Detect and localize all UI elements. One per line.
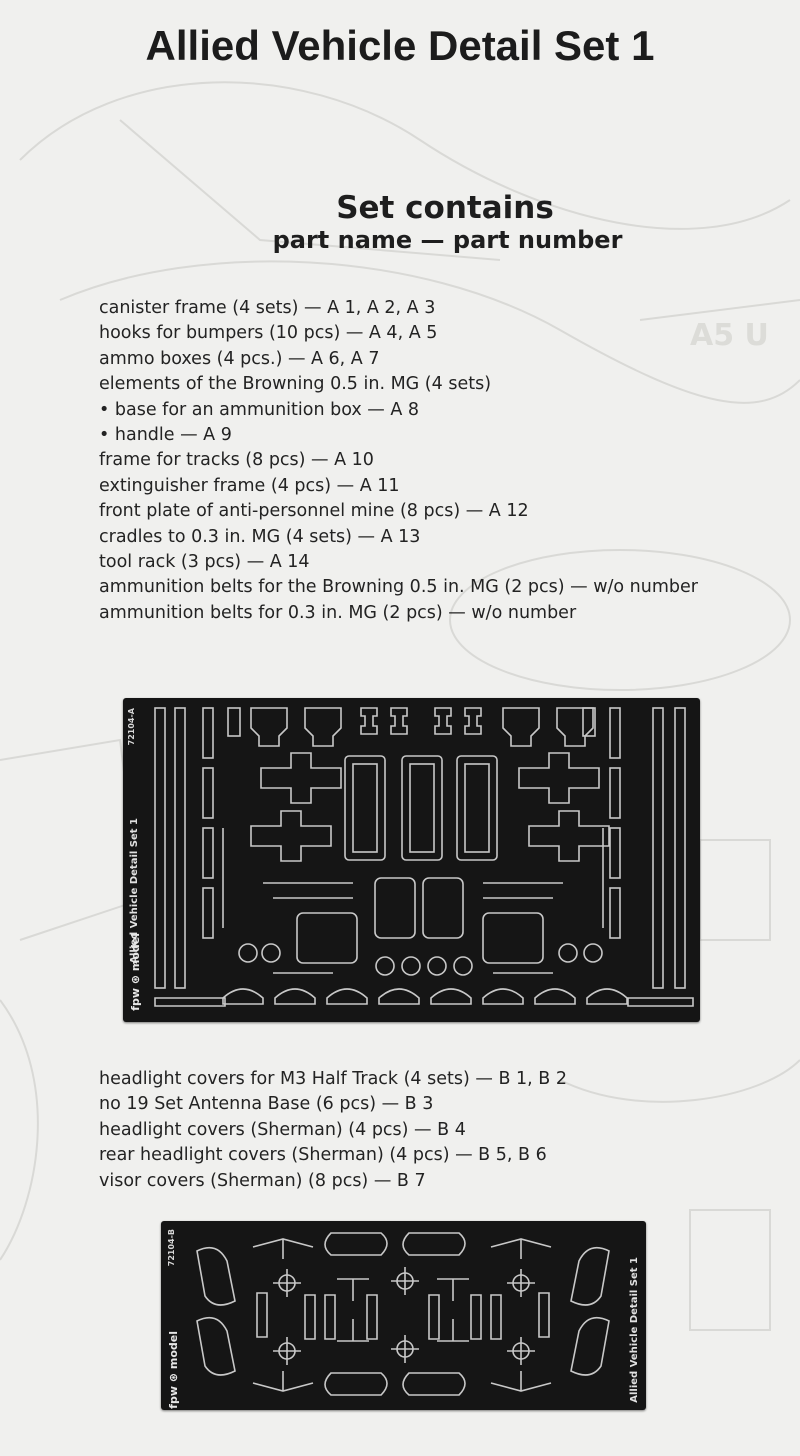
list-item: headlight covers (Sherman) (4 pcs) — B 4 [99,1119,466,1140]
list-item: ammunition belts for the Browning 0.5 in… [99,577,698,598]
set-contains-subheading: part name — part number [272,226,623,254]
page-title: Allied Vehicle Detail Set 1 [145,22,655,69]
parts-list-a: canister frame (4 sets) — A 1, A 2, A 3 … [99,296,698,626]
sheet-b-code: 72104-B [167,1229,176,1267]
sheet-a-brand: fpw ⊛ model [129,933,142,1011]
list-item: visor covers (Sherman) (8 pcs) — B 7 [99,1170,426,1191]
list-item: tool rack (3 pcs) — A 14 [99,552,310,573]
sheet-b-brand: fpw ⊛ model [167,1331,180,1409]
list-item: elements of the Browning 0.5 in. MG (4 s… [99,374,492,395]
list-item: headlight covers for M3 Half Track (4 se… [99,1069,567,1089]
list-item: front plate of anti-personnel mine (8 pc… [99,501,529,522]
fret-a-parts [154,707,694,1007]
svg-text:A5 U: A5 U [690,318,769,353]
list-item: canister frame (4 sets) — A 1, A 2, A 3 [99,298,436,318]
list-item: no 19 Set Antenna Base (6 pcs) — B 3 [99,1094,434,1115]
sheet-b-name: Allied Vehicle Detail Set 1 [629,1257,640,1403]
list-item: rear headlight covers (Sherman) (4 pcs) … [99,1145,547,1166]
photo-etch-fret-a: 72104-A Allied Vehicle Detail Set 1 fpw … [123,698,700,1022]
sheet-a-code: 72104-A [127,708,136,746]
list-item: hooks for bumpers (10 pcs) — A 4, A 5 [99,323,438,344]
list-item: • base for an ammunition box — A 8 [99,399,420,420]
list-item: cradles to 0.3 in. MG (4 sets) — A 13 [99,526,421,547]
photo-etch-fret-b: 72104-B fpw ⊛ model Allied Vehicle Detai… [161,1221,646,1410]
list-item: frame for tracks (8 pcs) — A 10 [99,450,374,471]
fret-b-parts [196,1232,610,1396]
list-item: extinguisher frame (4 pcs) — A 11 [99,475,400,496]
list-item: • handle — A 9 [99,425,232,446]
list-item: ammo boxes (4 pcs.) — A 6, A 7 [99,348,380,369]
set-contains-heading: Set contains [336,190,554,226]
list-item: ammunition belts for 0.3 in. MG (2 pcs) … [99,602,577,623]
parts-list-b: headlight covers for M3 Half Track (4 se… [99,1067,567,1194]
